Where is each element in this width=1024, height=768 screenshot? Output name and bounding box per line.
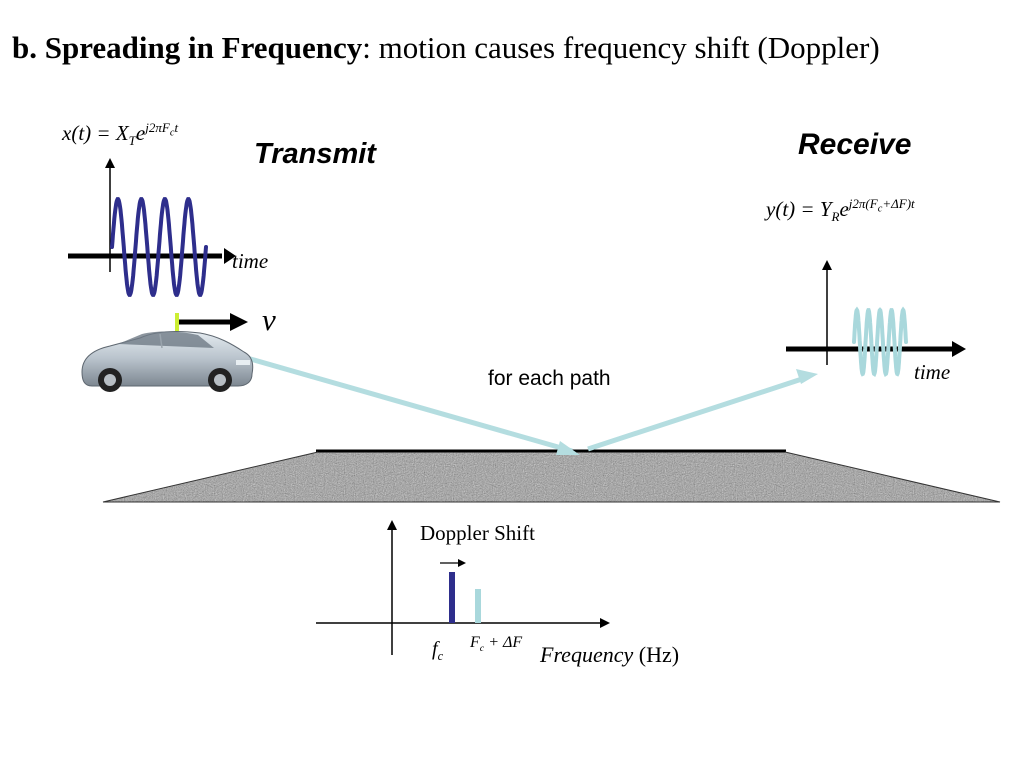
doppler-shift-label: Doppler Shift (420, 521, 535, 545)
carrier-frequency-label: fc (432, 638, 443, 664)
transmit-equation: x(t) = XTej2πFct (62, 120, 178, 149)
transmit-equation-lhs-sub: T (128, 133, 136, 149)
transmit-equation-base: e (135, 121, 146, 145)
receive-equation: y(t) = YRej2π(Fc+ΔF)t (766, 196, 915, 225)
receive-equation-exp-tail: +ΔF)t (882, 196, 915, 211)
spectrum-axes (316, 520, 610, 655)
title-rest: : motion causes frequency shift (Doppler… (362, 30, 880, 65)
carrier-frequency-label-f: f (432, 638, 438, 660)
ground-surface (102, 449, 1001, 503)
receive-waveform (852, 306, 908, 378)
transmit-equation-lhs: x(t) = X (62, 121, 129, 145)
receive-equation-lhs: y(t) = Y (766, 197, 832, 221)
title-bold: b. Spreading in Frequency (12, 30, 363, 65)
transmit-equation-exp-tail: t (174, 120, 179, 135)
shifted-frequency-label-sub: c (479, 643, 485, 655)
frequency-axis-label-italic: Frequency (540, 642, 634, 667)
frequency-axis-label: Frequency (Hz) (540, 642, 679, 668)
velocity-arrow (175, 313, 248, 331)
path-label: for each path (488, 367, 611, 390)
transmit-time-axes (68, 158, 236, 272)
shifted-frequency-label: Fc + ΔF (470, 634, 522, 654)
velocity-label: v (262, 302, 276, 337)
receive-equation-exponent: j2π(F (848, 196, 878, 211)
transmit-label: Transmit (254, 138, 376, 170)
shifted-frequency-bar (475, 589, 481, 623)
transmit-waveform (110, 197, 208, 297)
receive-time-label: time (914, 360, 951, 384)
transmit-equation-exponent: j2πF (145, 120, 170, 135)
transmit-equation-exp-sub: c (169, 127, 175, 139)
slide-title: b. Spreading in Frequency: motion causes… (12, 30, 880, 66)
receive-time-axes (786, 260, 966, 365)
doppler-shift-arrow (440, 559, 466, 567)
frequency-axis-label-unit: (Hz) (633, 642, 680, 667)
carrier-frequency-bar (449, 572, 455, 623)
carrier-frequency-label-sub: c (437, 649, 444, 663)
transmit-time-label: time (232, 249, 269, 273)
propagation-path (246, 355, 818, 455)
car-icon (81, 330, 254, 392)
receive-label: Receive (798, 128, 912, 161)
shifted-frequency-label-f: F (470, 634, 480, 651)
receive-equation-lhs-sub: R (831, 209, 840, 225)
receive-equation-exp-sub: c (877, 203, 883, 215)
receive-equation-base: e (839, 197, 849, 221)
shifted-frequency-label-tail: + ΔF (484, 634, 523, 651)
